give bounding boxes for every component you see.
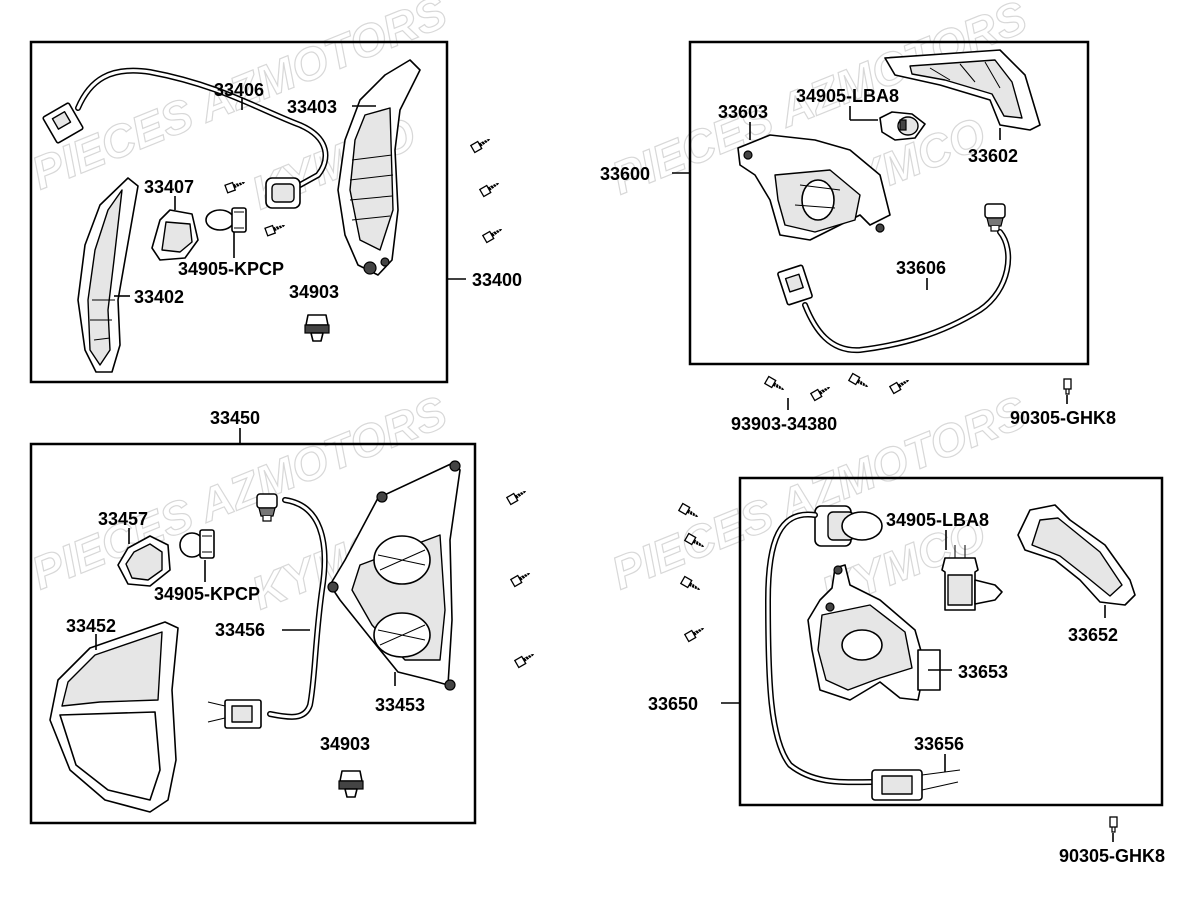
wire-harness-33656 [764, 505, 961, 801]
label-34903: 34903 [289, 282, 339, 302]
reflector-33403 [337, 59, 421, 276]
screws-33400 [470, 134, 505, 244]
label-33457: 33457 [98, 509, 148, 529]
housing-33653 [807, 564, 941, 701]
lens-33402 [77, 177, 139, 373]
label-90305-ghk8-bottom: 90305-GHK8 [1059, 846, 1165, 866]
bulb-34905-lba8-bottom [941, 545, 1003, 611]
cover-33457 [117, 535, 171, 587]
assembly-frame [688, 40, 1090, 366]
assembly-label: 33400 [472, 270, 522, 290]
group-33400: 33400 33406 33403 33402 [29, 40, 522, 384]
label-93903-34380: 93903-34380 [731, 414, 837, 434]
fastener-34903 [304, 314, 330, 342]
outside-33650: 90305-GHK8 [1059, 816, 1165, 866]
housing-33453 [327, 460, 461, 691]
wire-harness-33606 [777, 203, 1012, 354]
group-33650: 33650 33656 34905-LBA8 [648, 476, 1164, 807]
group-33450: 33450 33452 33457 34905-KPCP [29, 408, 477, 825]
label-33407: 33407 [144, 177, 194, 197]
housing-33603 [737, 134, 891, 241]
label-33606: 33606 [896, 258, 946, 278]
group-33600: 33600 33602 34905-LBA8 33603 [600, 40, 1090, 366]
label-33452: 33452 [66, 616, 116, 636]
label-34905-lba8-bottom: 34905-LBA8 [886, 510, 989, 530]
label-33406: 33406 [214, 80, 264, 100]
screws-33450 [506, 486, 537, 669]
wire-harness-33456 [207, 493, 328, 729]
assembly-frame [29, 442, 477, 825]
label-34905-lba8-top: 34905-LBA8 [796, 86, 899, 106]
label-33652: 33652 [1068, 625, 1118, 645]
bulb-34905-kpcp [205, 207, 247, 233]
label-34905-kpcp: 34905-KPCP [178, 259, 284, 279]
label-33653: 33653 [958, 662, 1008, 682]
label-33403: 33403 [287, 97, 337, 117]
label-33656: 33656 [914, 734, 964, 754]
label-34905-kpcp-bottom: 34905-KPCP [154, 584, 260, 604]
lens-33652 [1017, 504, 1136, 606]
label-33456: 33456 [215, 620, 265, 640]
bulb-34905-kpcp-bottom [179, 529, 215, 559]
label-90305-ghk8-top: 90305-GHK8 [1010, 408, 1116, 428]
fastener-34903-bottom [338, 770, 364, 798]
assembly-frame [29, 40, 449, 384]
assembly-label: 33650 [648, 694, 698, 714]
label-33602: 33602 [968, 146, 1018, 166]
cover-33407 [151, 209, 199, 261]
assembly-frame [738, 476, 1164, 807]
bulb-34905-lba8-top [879, 111, 926, 141]
lens-33452 [49, 621, 179, 813]
lens-33602 [884, 49, 1041, 131]
label-33603: 33603 [718, 102, 768, 122]
label-34903-bottom: 34903 [320, 734, 370, 754]
wire-harness-33406 [42, 67, 329, 209]
outside-33600: 93903-34380 90305-GHK8 [731, 372, 1116, 434]
label-33453: 33453 [375, 695, 425, 715]
assembly-label: 33600 [600, 164, 650, 184]
assembly-label: 33450 [210, 408, 260, 428]
label-33402: 33402 [134, 287, 184, 307]
